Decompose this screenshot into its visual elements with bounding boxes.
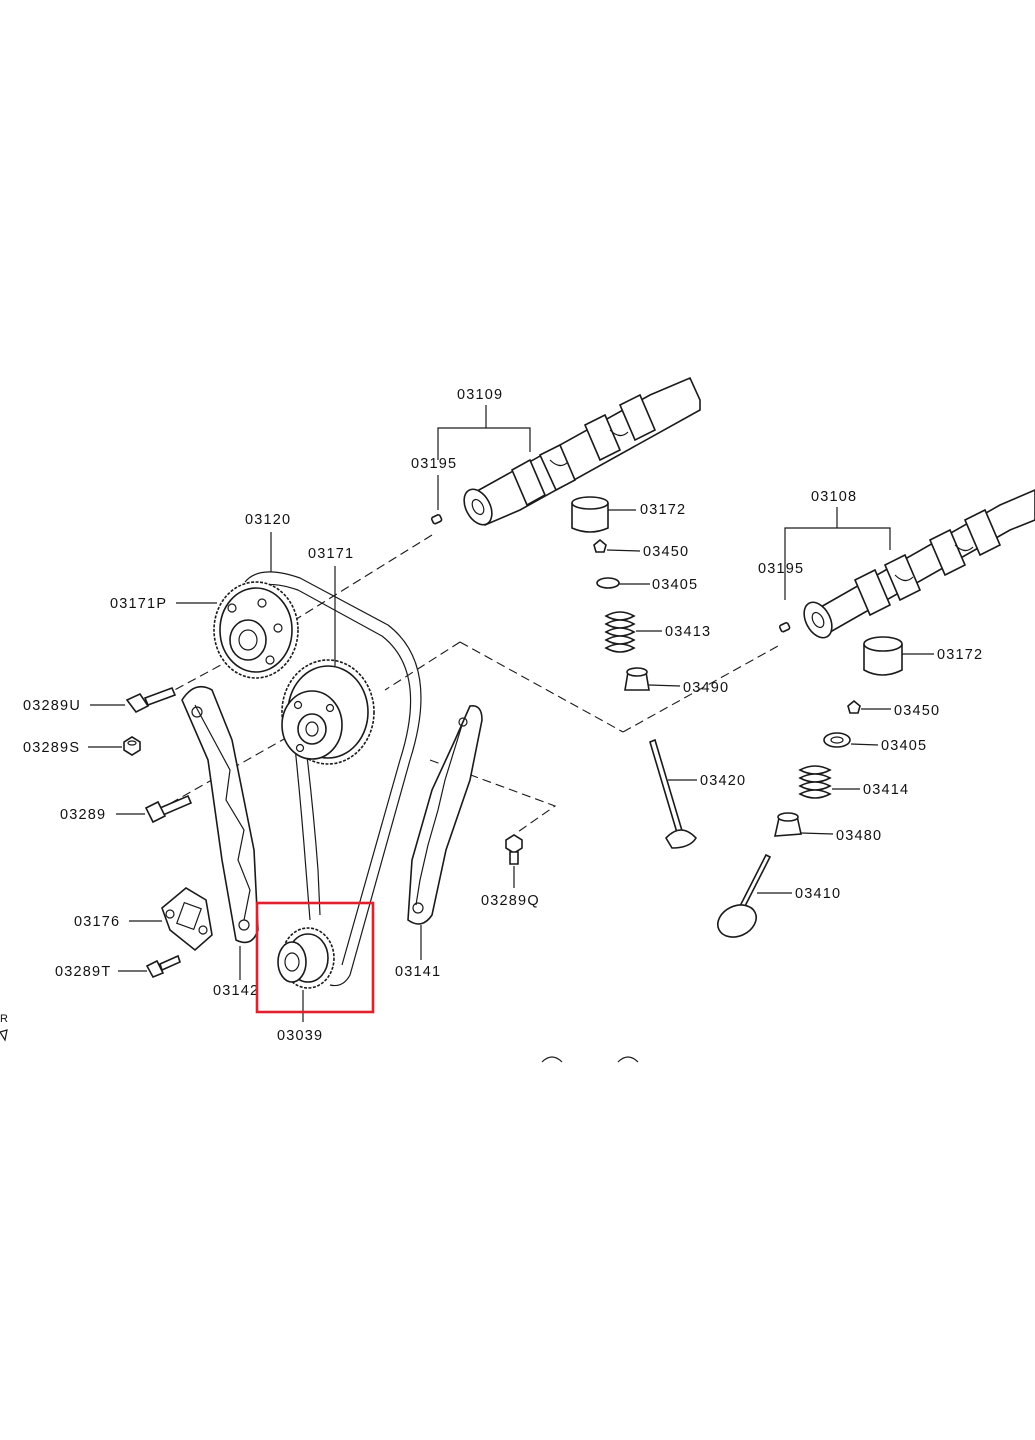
tensioner[interactable] xyxy=(161,887,213,952)
label-03142: 03142 xyxy=(213,983,259,999)
retainer-right[interactable] xyxy=(847,699,861,714)
label-03171P: 03171P xyxy=(110,596,167,612)
label-03289T: 03289T xyxy=(55,964,111,980)
bolt-03289[interactable] xyxy=(144,794,193,824)
label-03410: 03410 xyxy=(795,886,841,902)
label-03176: 03176 xyxy=(74,914,120,930)
tappet-upper[interactable] xyxy=(571,496,609,533)
label-03413: 03413 xyxy=(665,624,711,640)
label-03120: 03120 xyxy=(245,512,291,528)
exhaust-sprocket[interactable] xyxy=(281,659,375,765)
label-03450-upper: 03450 xyxy=(643,544,689,560)
spring-upper[interactable] xyxy=(604,611,636,653)
label-03289S: 03289S xyxy=(23,740,80,756)
spring-right[interactable] xyxy=(798,765,832,799)
bolt-03289T[interactable] xyxy=(145,954,181,979)
label-03414: 03414 xyxy=(863,782,909,798)
intake-valve[interactable] xyxy=(649,738,697,849)
label-03109: 03109 xyxy=(457,387,503,403)
bolt-03289U[interactable] xyxy=(125,686,177,714)
label-03450-right: 03450 xyxy=(894,703,940,719)
exhaust-valve[interactable] xyxy=(713,853,772,943)
exhaust-camshaft[interactable] xyxy=(798,489,1035,642)
bolt-03289Q[interactable] xyxy=(505,834,523,865)
leader-03108 xyxy=(784,507,891,600)
label-03195-left: 03195 xyxy=(411,456,457,472)
label-03172-right: 03172 xyxy=(937,647,983,663)
highlight-box xyxy=(255,901,375,1014)
intake-sprocket[interactable] xyxy=(213,581,299,679)
label-03039: 03039 xyxy=(277,1028,323,1044)
bolt-03289S[interactable] xyxy=(123,736,141,756)
crank-sprocket[interactable] xyxy=(277,927,335,989)
seat-upper[interactable] xyxy=(596,577,620,589)
leader-03109 xyxy=(437,405,531,460)
tappet-right[interactable] xyxy=(863,636,903,676)
label-03420: 03420 xyxy=(700,773,746,789)
seat-right[interactable] xyxy=(823,732,851,748)
retainer-upper[interactable] xyxy=(593,538,607,553)
label-03289Q: 03289Q xyxy=(481,893,540,909)
label-03289U: 03289U xyxy=(23,698,81,714)
label-03490: 03490 xyxy=(683,680,729,696)
label-03405-right: 03405 xyxy=(881,738,927,754)
pin-left[interactable] xyxy=(430,514,443,525)
right-chain-guide[interactable] xyxy=(407,704,483,925)
label-03480: 03480 xyxy=(836,828,882,844)
label-03289: 03289 xyxy=(60,807,106,823)
edge-mark: R xyxy=(0,1013,9,1025)
seal-upper[interactable] xyxy=(624,667,650,691)
label-03405-upper: 03405 xyxy=(652,577,698,593)
seal-right[interactable] xyxy=(773,812,802,837)
label-03171: 03171 xyxy=(308,546,354,562)
label-03108: 03108 xyxy=(811,489,857,505)
label-03195-right: 03195 xyxy=(758,561,804,577)
label-03172-upper: 03172 xyxy=(640,502,686,518)
label-03141: 03141 xyxy=(395,964,441,980)
pin-right[interactable] xyxy=(778,622,791,633)
intake-camshaft[interactable] xyxy=(458,376,701,529)
